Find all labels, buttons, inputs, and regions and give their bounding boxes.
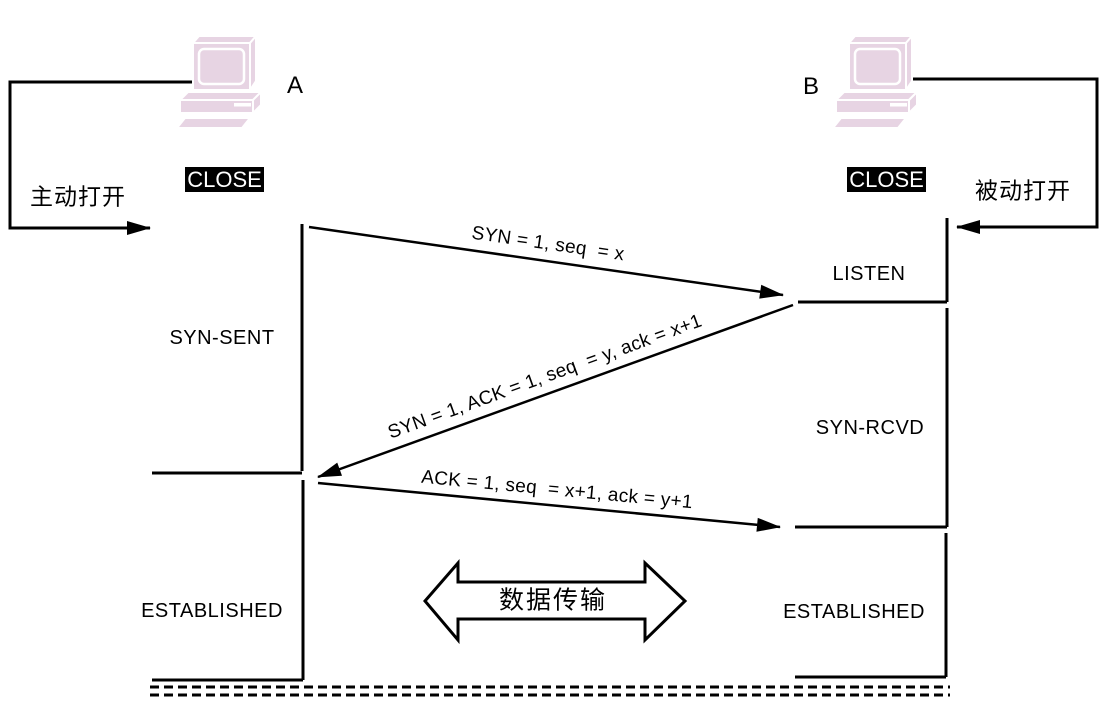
computer-disk-slot [890, 103, 907, 107]
active-open-label: 主动打开 [30, 183, 126, 210]
passive-open-arrow [910, 77, 1099, 234]
state-syn-sent: SYN-SENT [169, 327, 275, 349]
host-a-close-badge: CLOSE [185, 167, 264, 192]
computer-disk-slot [234, 103, 251, 107]
monitor-screen [853, 47, 902, 86]
state-established-a: ESTABLISHED [141, 600, 283, 622]
passive-open-label: 被动打开 [975, 177, 1071, 204]
monitor-top [848, 35, 913, 44]
monitor-screen [197, 47, 246, 86]
computer-a-icon [176, 35, 262, 129]
host-a-close-label: CLOSE [187, 166, 262, 192]
state-syn-rcvd: SYN-RCVD [815, 417, 925, 439]
state-listen: LISTEN [832, 263, 906, 285]
syn-arrow [308, 225, 784, 299]
host-a-label: A [286, 72, 304, 99]
computer-shadow [176, 117, 251, 129]
computer-base-top [179, 91, 262, 101]
host-b-label: B [802, 73, 820, 100]
host-b-close-badge: CLOSE [847, 167, 926, 192]
active-open-arrow [8, 80, 200, 235]
data-transfer-label: 数据传输 [498, 586, 608, 615]
host-b-close-label: CLOSE [849, 166, 924, 192]
computer-b-icon [832, 35, 918, 129]
state-established-b: ESTABLISHED [783, 601, 925, 623]
host-a-timeline [152, 224, 305, 682]
host-b-timeline [795, 218, 949, 679]
computer-shadow [832, 117, 907, 129]
data-transfer-arrow [423, 558, 688, 645]
syn-ack-arrow [317, 303, 794, 479]
monitor-top [192, 35, 257, 44]
computer-base-top [835, 91, 918, 101]
ack-arrow [317, 481, 781, 532]
